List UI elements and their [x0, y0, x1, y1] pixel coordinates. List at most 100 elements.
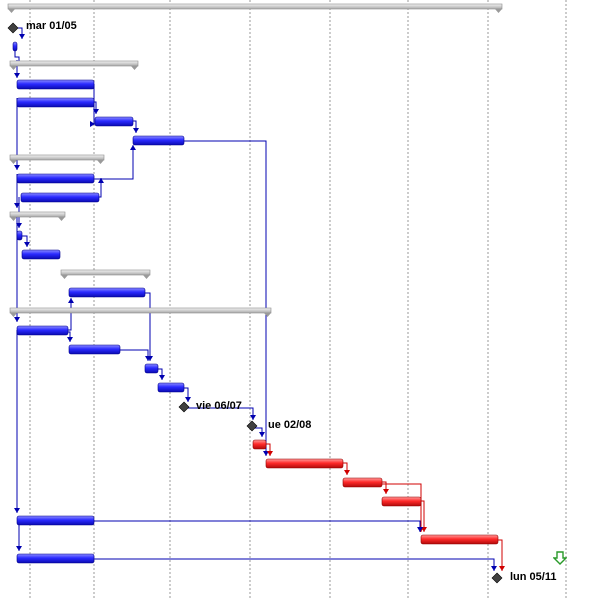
summary-end-cap: [10, 217, 17, 221]
link-line: [498, 539, 503, 571]
milestone-label-m3: ue 02/08: [268, 419, 311, 431]
summary-bar: [9, 60, 139, 70]
link-arrowhead: [491, 566, 497, 571]
milestone-diamond: [491, 572, 503, 584]
milestone-markers: [7, 22, 503, 584]
critical-dependency-link: [382, 481, 389, 494]
link-arrowhead: [93, 109, 99, 114]
task-bar: [94, 116, 134, 127]
task-bar: [16, 173, 95, 184]
link-line: [99, 178, 102, 198]
summary-bar: [9, 211, 66, 221]
summary-bar: [9, 307, 272, 317]
summary-end-cap: [10, 313, 17, 317]
link-arrowhead: [68, 298, 74, 303]
task-bar: [16, 515, 95, 526]
summary-end-cap: [131, 66, 138, 70]
task-bar: [144, 363, 159, 374]
summary-end-cap: [264, 313, 271, 317]
link-line: [94, 558, 495, 571]
link-arrowhead: [145, 356, 151, 361]
link-arrowhead: [267, 451, 273, 456]
link-arrowhead: [133, 128, 139, 133]
critical-task-bar: [381, 496, 422, 507]
link-arrowhead: [67, 337, 73, 342]
summary-end-cap: [8, 9, 15, 13]
critical-task-bar: [420, 534, 499, 545]
link-arrowhead: [499, 566, 505, 571]
link-line: [184, 140, 267, 456]
link-arrowhead: [98, 178, 104, 183]
milestone-diamond: [7, 22, 19, 34]
summary-fill: [60, 269, 151, 276]
link-arrowhead: [14, 508, 20, 513]
critical-dependency-link: [343, 462, 350, 475]
green-down-arrow-icon[interactable]: [553, 551, 567, 565]
task-bar: [157, 382, 185, 393]
milestone-label-m2: vie 06/07: [196, 400, 242, 412]
link-line: [188, 407, 254, 420]
summary-fill: [7, 3, 503, 10]
dependency-link: [67, 331, 73, 342]
link-arrowhead: [14, 317, 20, 322]
dependency-link: [17, 27, 25, 39]
summary-bars: [7, 3, 503, 317]
task-bar: [21, 249, 61, 260]
dependency-links: [14, 27, 505, 571]
dependency-link: [184, 140, 269, 456]
link-line: [94, 145, 134, 180]
task-bar: [12, 41, 18, 52]
dependency-link: [68, 298, 74, 331]
milestone-label-start: mar 01/05: [26, 20, 77, 32]
dependency-link: [253, 427, 265, 437]
task-bar: [132, 135, 185, 146]
milestone-diamond: [246, 420, 258, 432]
dependency-link: [94, 558, 497, 571]
summary-end-cap: [143, 275, 150, 279]
critical-task-bar: [342, 477, 383, 488]
dependency-link: [188, 407, 256, 420]
link-arrowhead: [24, 242, 30, 247]
critical-task-bar: [265, 458, 344, 469]
link-line: [120, 349, 149, 361]
link-arrowhead: [250, 415, 256, 420]
link-arrowhead: [159, 375, 165, 380]
link-arrowhead: [344, 470, 350, 475]
task-bar: [68, 344, 121, 355]
link-line: [421, 500, 425, 532]
dependency-link: [94, 145, 136, 180]
link-arrowhead: [259, 432, 265, 437]
task-bars: [12, 41, 499, 564]
task-bar: [16, 230, 23, 241]
dependency-link: [145, 292, 153, 361]
dependency-link: [158, 368, 165, 380]
link-line: [94, 520, 421, 532]
task-bar: [16, 325, 69, 336]
summary-end-cap: [10, 160, 17, 164]
task-bar: [16, 79, 95, 90]
dependency-link: [14, 330, 20, 513]
summary-bar: [60, 269, 151, 279]
dependency-link: [184, 387, 191, 402]
link-arrowhead: [263, 451, 269, 456]
task-bar: [68, 287, 146, 298]
milestone-diamond: [178, 401, 190, 413]
summary-fill: [9, 60, 139, 67]
summary-fill: [9, 211, 66, 218]
summary-end-cap: [61, 275, 68, 279]
dependency-link: [133, 120, 139, 133]
summary-end-cap: [58, 217, 65, 221]
critical-dependency-link: [266, 443, 273, 456]
critical-dependency-link: [498, 539, 505, 571]
task-bar: [20, 192, 100, 203]
link-arrowhead: [19, 34, 25, 39]
task-bar: [16, 97, 95, 108]
summary-bar: [7, 3, 503, 13]
link-arrowhead: [417, 527, 423, 532]
dependency-link: [94, 520, 423, 532]
summary-fill: [9, 154, 105, 161]
milestone-label-end: lun 05/11: [510, 571, 556, 583]
link-arrowhead: [14, 73, 20, 78]
dependency-link: [90, 84, 95, 127]
